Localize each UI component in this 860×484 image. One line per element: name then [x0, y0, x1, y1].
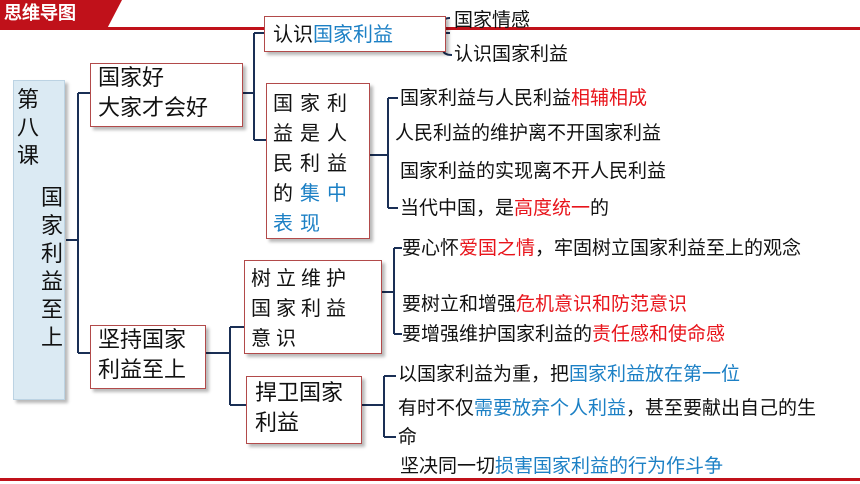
s1-leaf-1: 国家情感 [454, 9, 531, 31]
sub-branch-concentrated-expression: 国家利益是人民利益的集中表现 [266, 83, 370, 239]
s1-leaf-2: 认识国家利益 [454, 43, 569, 65]
s2-label-highlight: 集中表现 [273, 181, 354, 235]
s4-line-2: 利益 [255, 411, 300, 436]
root-topic-box: 第八课 国家利益至上 [13, 80, 65, 400]
s4-leaf-3: 坚决同一切损害国家利益的行为作斗争 [400, 455, 724, 477]
s3-leaf-3: 要增强维护国家利益的责任感和使命感 [402, 323, 726, 345]
sub-branch-defend-interest: 捍卫国家 利益 [246, 376, 362, 444]
s4-line-1: 捍卫国家 [255, 381, 344, 406]
lesson-number: 第八课 [16, 88, 39, 169]
s3-leaf-1: 要心怀爱国之情，牢固树立国家利益至上的观念 [402, 237, 802, 259]
s4-leaf-1: 以国家利益为重，把国家利益放在第一位 [398, 363, 741, 385]
s2-leaf-1: 国家利益与人民利益相辅相成 [400, 87, 648, 109]
s4-leaf-2: 有时不仅需要放弃个人利益，甚至要献出自己的生命 [398, 397, 817, 448]
branch-1-box: 国家好 大家才会好 [90, 63, 243, 127]
branch-2-line-2: 利益至上 [98, 358, 187, 383]
sub-branch-recognize-interest: 认识国家利益 [264, 16, 446, 52]
branch-2-line-1: 坚持国家 [98, 328, 187, 353]
branch-2-box: 坚持国家 利益至上 [90, 325, 206, 389]
lesson-title: 国家利益至上 [40, 186, 63, 351]
s2-leaf-3: 国家利益的实现离不开人民利益 [400, 160, 667, 182]
branch-1-line-2: 大家才会好 [98, 96, 209, 121]
s2-label-prefix: 国家利益是人民利益的 [273, 91, 354, 205]
s2-leaf-4: 当代中国，是高度统一的 [400, 197, 610, 219]
bottom-frame-line [0, 478, 860, 481]
mind-map-title: 思维导图 [0, 0, 122, 28]
s2-leaf-2: 人民利益的维护离不开国家利益 [395, 122, 662, 144]
sub-branch-awareness: 树立维护国家利益意识 [244, 260, 382, 354]
s1-label-prefix: 认识 [273, 22, 313, 46]
s3-leaf-2: 要树立和增强危机意识和防范意识 [402, 293, 688, 315]
s1-label-highlight: 国家利益 [313, 22, 393, 46]
branch-1-line-1: 国家好 [98, 66, 165, 91]
